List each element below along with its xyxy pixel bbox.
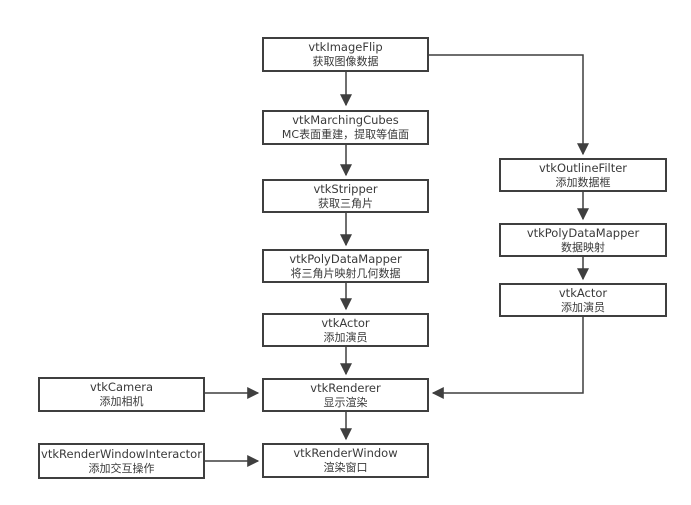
node-vtkpolydatamapper-right-title: vtkPolyDataMapper [526, 225, 640, 240]
edge-imageflip-outlinefilter [429, 54, 589, 156]
node-vtkpolydatamapper-main-title: vtkPolyDataMapper [289, 251, 402, 266]
node-vtkrenderwindowinteractor-desc: 添加交互操作 [88, 461, 155, 475]
node-vtkactor-main-title: vtkActor [321, 315, 370, 330]
node-vtkrenderer: vtkRenderer 显示渲染 [262, 378, 429, 412]
node-vtkpolydatamapper-right-desc: 数据映射 [561, 240, 605, 254]
node-vtkrenderwindow-title: vtkRenderWindow [293, 446, 398, 460]
node-vtkstripper: vtkStripper 获取三角片 [262, 179, 429, 213]
edge-actor-right-renderer [431, 317, 584, 399]
node-vtkactor-right-desc: 添加演员 [561, 300, 605, 314]
node-vtkactor-right-title: vtkActor [558, 285, 608, 300]
node-vtkrenderer-desc: 显示渲染 [323, 395, 368, 409]
node-vtkpolydatamapper-main-desc: 将三角片映射几何数据 [290, 266, 401, 280]
node-vtkimageflip-desc: 获取图像数据 [312, 55, 379, 68]
node-vtkrenderwindowinteractor-title: vtkRenderWindowInteractor [41, 446, 202, 461]
node-vtkactor-main: vtkActor 添加演员 [262, 313, 429, 347]
node-vtkpolydatamapper-right: vtkPolyDataMapper 数据映射 [499, 223, 667, 257]
node-vtkoutlinefilter: vtkOutlineFilter 添加数据框 [499, 158, 667, 192]
node-vtkrenderwindowinteractor: vtkRenderWindowInteractor 添加交互操作 [38, 443, 205, 479]
node-vtkcamera: vtkCamera 添加相机 [38, 377, 205, 412]
node-vtkmarchingcubes-title: vtkMarchingCubes [292, 113, 399, 127]
node-vtkcamera-title: vtkCamera [89, 380, 154, 394]
node-vtkactor-main-desc: 添加演员 [323, 330, 368, 344]
node-vtkimageflip-title: vtkImageFlip [308, 40, 383, 54]
node-vtkrenderwindow: vtkRenderWindow 渲染窗口 [262, 443, 429, 478]
node-vtkpolydatamapper-main: vtkPolyDataMapper 将三角片映射几何数据 [262, 249, 429, 283]
node-vtkmarchingcubes: vtkMarchingCubes MC表面重建，提取等值面 [262, 110, 429, 145]
node-vtkrenderwindow-desc: 渲染窗口 [323, 461, 368, 474]
node-vtkmarchingcubes-desc: MC表面重建，提取等值面 [281, 128, 410, 141]
node-vtkimageflip: vtkImageFlip 获取图像数据 [262, 37, 429, 72]
node-vtkstripper-desc: 获取三角片 [318, 196, 373, 210]
node-vtkoutlinefilter-title: vtkOutlineFilter [538, 160, 628, 175]
node-vtkactor-right: vtkActor 添加演员 [499, 283, 667, 317]
node-vtkcamera-desc: 添加相机 [99, 395, 144, 408]
node-vtkrenderer-title: vtkRenderer [310, 380, 381, 395]
node-vtkoutlinefilter-desc: 添加数据框 [555, 175, 611, 189]
node-vtkstripper-title: vtkStripper [313, 181, 378, 196]
